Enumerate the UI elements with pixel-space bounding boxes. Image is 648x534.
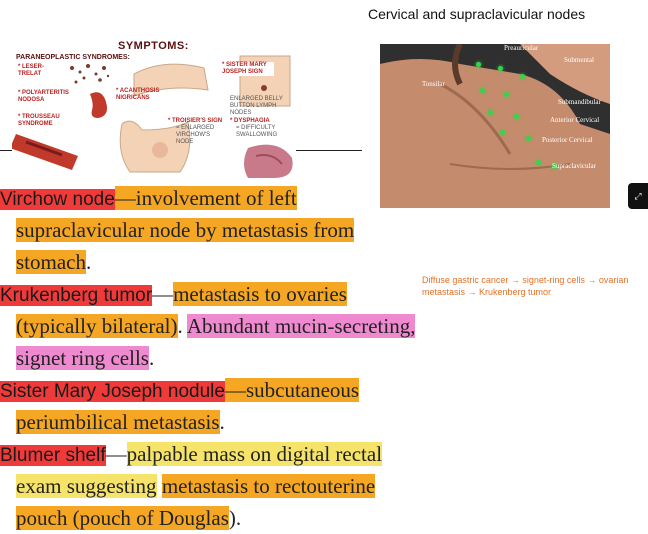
virchow-desc-3: stomach [16, 250, 86, 274]
virchow-desc: —involvement of left [114, 186, 297, 210]
label-tonsilar: Tonsilar [422, 80, 445, 88]
lymph-node-marker [552, 164, 557, 169]
krukenberg-desc: metastasis to ovaries [173, 282, 347, 306]
neck-photo: Preauricular Submental Tonsilar Submandi… [380, 44, 610, 208]
enlarged-belly-label: ENLARGED BELLY BUTTON LYMPH NODES [230, 96, 283, 116]
polyarteritis-label: * POLYARTERITIS NODOSA [18, 90, 69, 103]
sister-desc: —subcutaneous [224, 378, 360, 402]
period: . [177, 314, 183, 338]
sister-term: Sister Mary Joseph nodule [0, 381, 225, 402]
blumer-desc-2: exam suggesting [16, 474, 157, 498]
krukenberg-desc-3: Abundant mucin-secreting, [186, 314, 416, 338]
sister-mary-label: * SISTER MARY JOSEPH SIGN [222, 62, 274, 76]
lymph-node-marker [520, 74, 525, 79]
sister-line-2: periumbilical metastasis. [0, 406, 470, 438]
dysphagia-sub-label: = DIFFICULTY SWALLOWING [236, 125, 278, 138]
virchow-term: Virchow node [0, 189, 115, 210]
lymph-node-marker [476, 62, 481, 67]
photo-caption: Cervical and supraclavicular nodes [368, 6, 586, 22]
lymph-node-marker [514, 114, 519, 119]
virchow-line-1: Virchow node—involvement of left [0, 182, 470, 214]
label-preauricular: Preauricular [504, 44, 539, 52]
lymph-node-marker [480, 88, 485, 93]
lymph-node-marker [504, 92, 509, 97]
side-annotation: Diffuse gastric cancer → signet-ring cel… [422, 274, 648, 298]
symptoms-heading: SYMPTOMS: [118, 40, 189, 52]
side-note-line-2: metastasis → Krukenberg tumor [422, 287, 552, 297]
troisier-sub-label: = ENLARGED VIRCHOW'S NODE [176, 125, 215, 145]
lymph-node-marker [536, 160, 541, 165]
lymph-node-marker [498, 66, 503, 71]
dash: — [152, 282, 174, 306]
label-anterior-cervical: Anterior Cervical [550, 116, 600, 124]
blumer-line-1: Blumer shelf—palpable mass on digital re… [0, 438, 470, 470]
virchow-line-3: stomach. [0, 246, 470, 278]
side-note-line-1: Diffuse gastric cancer → signet-ring cel… [422, 275, 629, 285]
divider-left [0, 150, 12, 151]
acanthosis-label: * ACANTHOSIS NIGRICANS [116, 88, 160, 101]
label-submental: Submental [564, 56, 594, 64]
lymph-node-marker [500, 130, 505, 135]
sister-line-1: Sister Mary Joseph nodule—subcutaneous [0, 374, 470, 406]
label-posterior-cervical: Posterior Cervical [542, 136, 593, 144]
lymph-node-marker [488, 110, 493, 115]
krukenberg-line-2: (typically bilateral). Abundant mucin-se… [0, 310, 470, 342]
trousseau-label: * TROUSSEAU SYNDROME [18, 114, 60, 127]
virchow-desc-2: supraclavicular node by metastasis from [16, 218, 355, 242]
leser-trelat-label: * LESER-TRELAT [18, 64, 45, 77]
sister-desc-2: periumbilical metastasis [16, 410, 220, 434]
blumer-term: Blumer shelf [0, 445, 106, 466]
label-supraclavicular: Supraclavicular [552, 162, 596, 170]
symptoms-illustration: SYMPTOMS: PARANEOPLASTIC SYNDROMES: * LE… [12, 38, 296, 178]
close-paren: ). [228, 506, 242, 530]
krukenberg-desc-4: signet ring cells [16, 346, 149, 370]
krukenberg-line-3: signet ring cells. [0, 342, 470, 374]
symptoms-drawing [12, 55, 293, 178]
neck-silhouette [380, 44, 610, 208]
troisier-label: * TROISIER'S SIGN [168, 118, 223, 124]
dash: — [105, 442, 127, 466]
blumer-desc-4: pouch (pouch of Douglas [16, 506, 229, 530]
blumer-desc: palpable mass on digital rectal [126, 442, 383, 466]
notes-body: Virchow node—involvement of left supracl… [0, 182, 470, 534]
dysphagia-label: * DYSPHAGIA [230, 118, 270, 124]
blumer-line-3: pouch (pouch of Douglas). [0, 502, 470, 534]
label-submandibular: Submandibular [558, 98, 601, 106]
period: . [219, 410, 225, 434]
lymph-node-marker [526, 136, 531, 141]
krukenberg-line-1: Krukenberg tumor—metastasis to ovaries [0, 278, 470, 310]
period: . [85, 250, 92, 274]
blumer-line-2: exam suggesting metastasis to rectouteri… [0, 470, 470, 502]
blumer-desc-3: metastasis to rectouterine [161, 474, 376, 498]
expand-icon[interactable]: ⤢ [628, 183, 648, 209]
virchow-line-2: supraclavicular node by metastasis from [0, 214, 470, 246]
krukenberg-term: Krukenberg tumor [0, 285, 153, 306]
paraneoplastic-heading: PARANEOPLASTIC SYNDROMES: [16, 54, 130, 61]
period: . [148, 346, 155, 370]
divider-right [296, 150, 362, 151]
krukenberg-desc-2: (typically bilateral) [16, 314, 178, 338]
